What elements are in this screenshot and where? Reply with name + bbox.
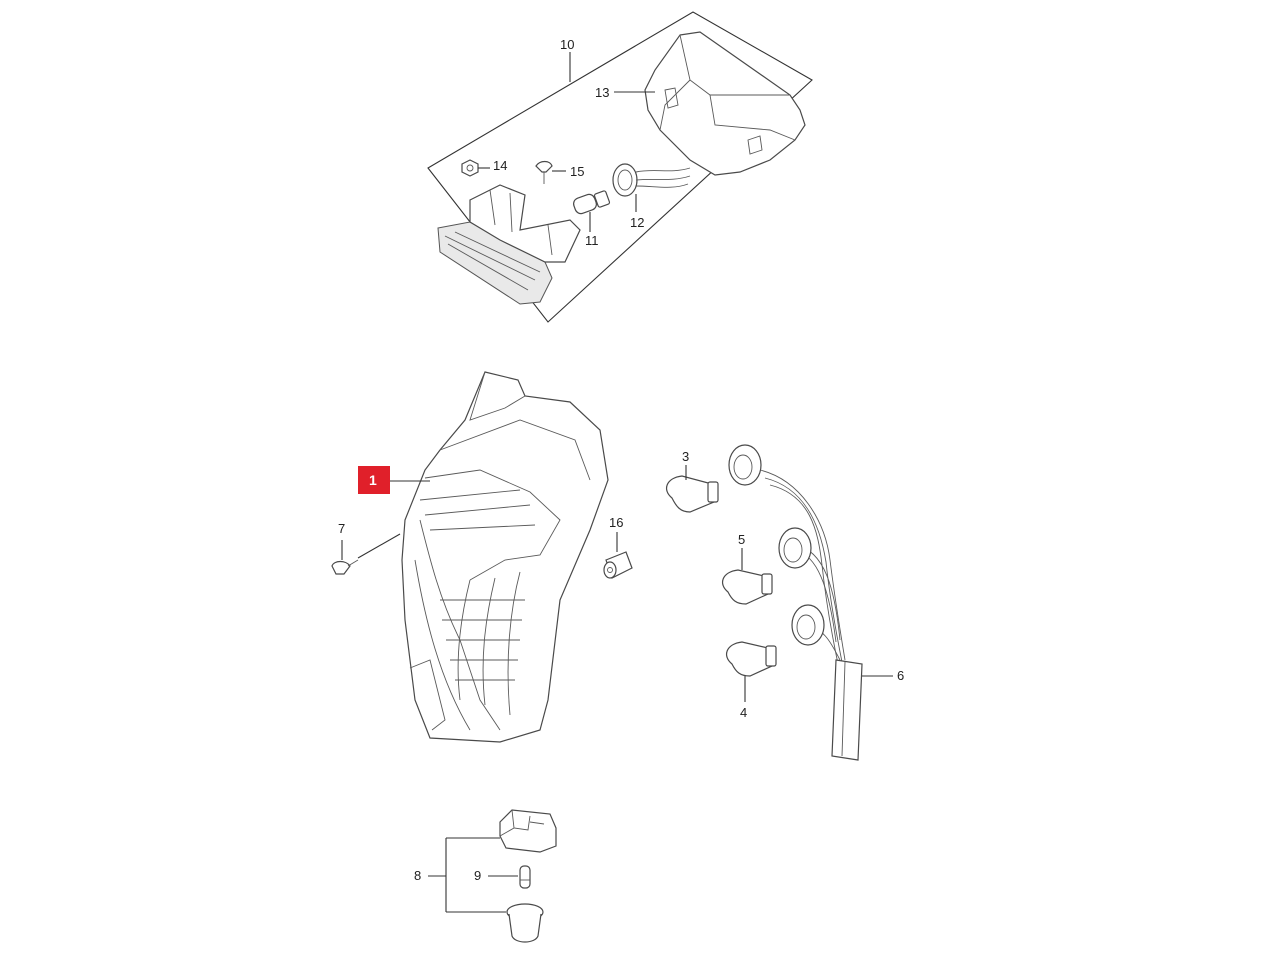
part-13-housing: [644, 31, 806, 176]
part-6-harness: [759, 469, 863, 761]
callout-3: 3: [682, 449, 689, 464]
tail-light-assembly-10: 10 13 14 15 11 12: [427, 11, 813, 323]
part-9-bulb: [519, 865, 531, 889]
callout-14: 14: [493, 158, 507, 173]
part-1-tail-light: [401, 371, 609, 743]
part-5-bulb: [721, 569, 773, 605]
callout-10: 10: [560, 37, 574, 52]
callout-1: 1: [369, 472, 377, 488]
callout-5: 5: [738, 532, 745, 547]
part-15-screw: [535, 160, 553, 184]
socket-bottom: [791, 604, 825, 646]
callout-4: 4: [740, 705, 747, 720]
part-16-grommet: [603, 551, 633, 579]
callout-6: 6: [897, 668, 904, 683]
part-8-license-light-holder: [499, 809, 557, 853]
part-3-bulb: [665, 475, 719, 513]
part-11-bulb: [573, 190, 611, 215]
bracket-8: [428, 837, 518, 913]
part-14-nut: [461, 159, 479, 177]
callout-9: 9: [474, 868, 481, 883]
callout-13: 13: [595, 85, 609, 100]
callout-15: 15: [570, 164, 584, 179]
callout-7: 7: [338, 521, 345, 536]
part-8-cap: [506, 903, 544, 943]
part-4-bulb: [725, 641, 777, 677]
part-7-screw: [331, 559, 359, 575]
part-12-socket: [612, 163, 691, 197]
socket-top: [728, 444, 762, 486]
callout-12: 12: [630, 215, 644, 230]
leader-7b: [357, 533, 401, 559]
part-lens-base: [437, 184, 581, 305]
callout-1-highlight: [358, 466, 390, 494]
callout-11: 11: [585, 233, 599, 248]
callout-8: 8: [414, 868, 421, 883]
socket-middle: [778, 527, 812, 569]
callout-1-badge[interactable]: 1: [358, 466, 390, 494]
callout-16: 16: [609, 515, 623, 530]
